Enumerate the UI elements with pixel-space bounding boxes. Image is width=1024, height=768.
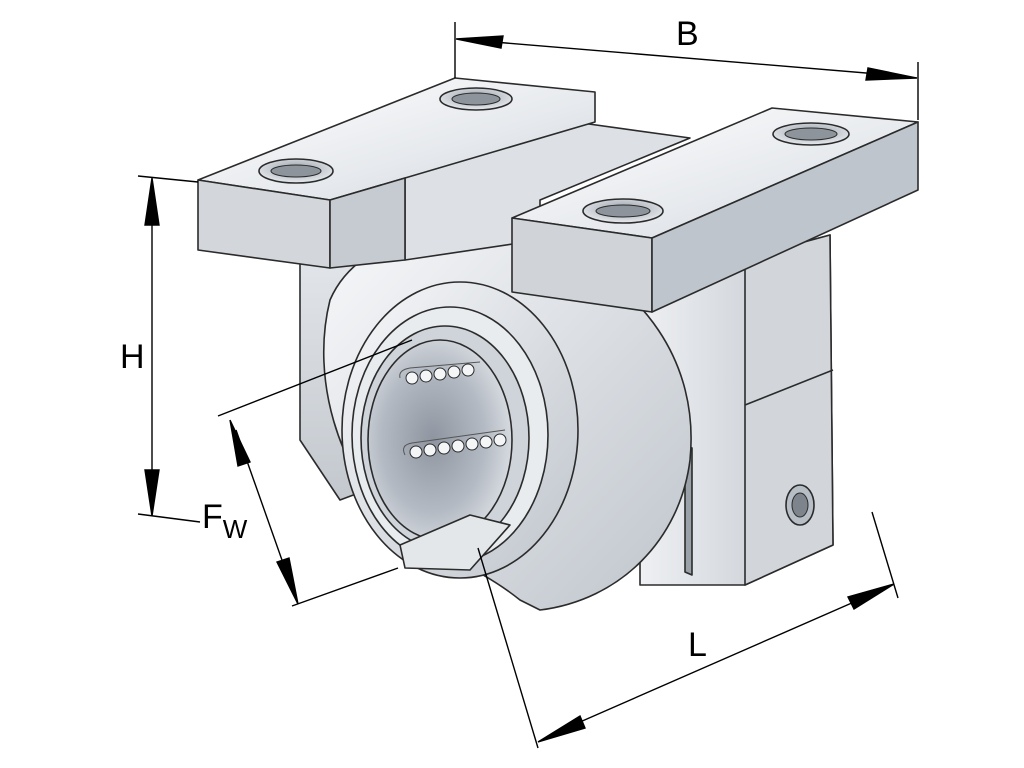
arrowhead-icon [455, 35, 504, 49]
bearing-housing [197, 77, 919, 611]
mounting-hole-icon [582, 198, 664, 224]
label-b: B [676, 15, 699, 53]
arrowhead-icon [229, 419, 251, 467]
housing-step-line [744, 369, 834, 406]
dimension-l-extension-right [871, 511, 899, 599]
dimension-h-extension-top [137, 175, 199, 183]
ball-track-lower [403, 429, 507, 459]
mounting-hole-icon [439, 87, 513, 111]
mounting-hole-icon [772, 122, 850, 146]
arrowhead-icon [865, 67, 918, 81]
dimension-b-line [469, 39, 903, 77]
housing-right-face [744, 234, 834, 586]
label-fw: FW [202, 498, 248, 544]
arrowhead-icon [846, 583, 895, 611]
arrowhead-icon [276, 557, 299, 605]
label-fw-subscript: W [223, 514, 248, 544]
bearing-slot [399, 514, 511, 571]
right-mounting-plate-side [651, 121, 919, 313]
ball-track-upper [399, 361, 481, 385]
dimension-h-extension-bottom [137, 513, 201, 523]
dimension-l-extension-left [477, 547, 539, 749]
arrowhead-icon [537, 714, 586, 743]
label-h: H [120, 338, 145, 376]
dimension-lines [137, 22, 919, 749]
arrowhead-icon [144, 177, 160, 226]
label-fw-main: F [202, 498, 223, 536]
arrowhead-icon [144, 469, 160, 517]
dimension-l-line [547, 587, 887, 737]
dimension-fw-extension-top [217, 339, 413, 417]
set-screw-icon [785, 484, 815, 526]
dimension-fw-extension-bottom [291, 567, 399, 607]
label-l: L [688, 626, 707, 664]
left-mounting-plate-side [329, 177, 406, 269]
mounting-hole-icon [258, 158, 334, 184]
